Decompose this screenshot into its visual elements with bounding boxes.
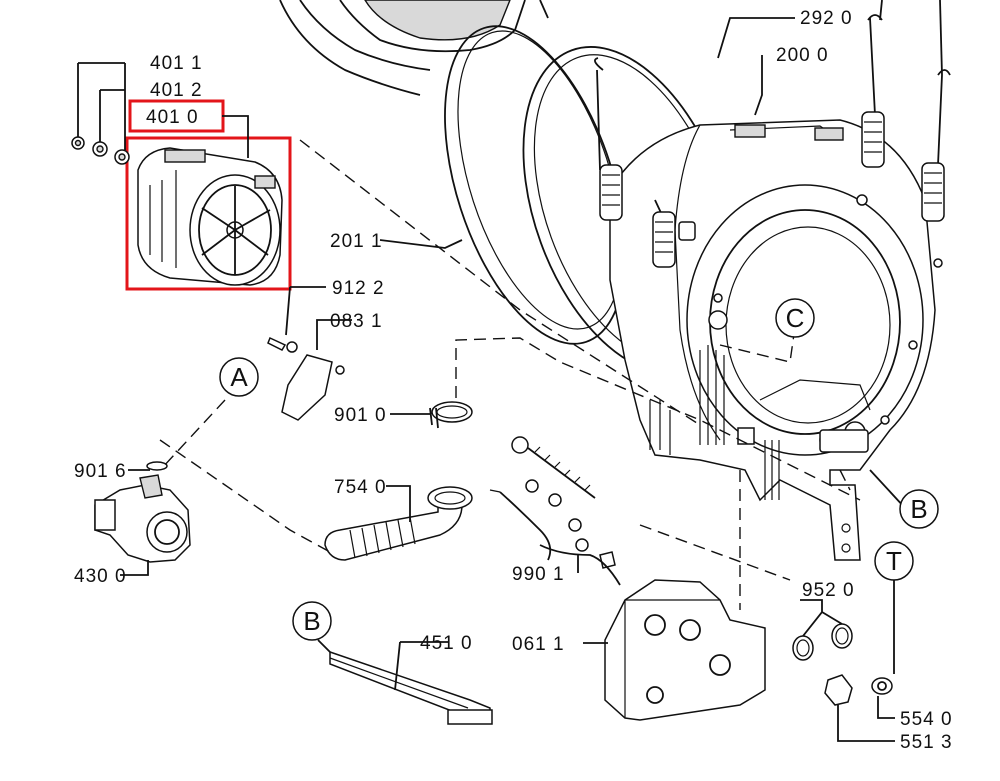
screw-part bbox=[267, 336, 298, 353]
marker-c-text: C bbox=[786, 303, 805, 333]
tub-seal-ring bbox=[444, 25, 626, 345]
seal-rings-part bbox=[792, 623, 853, 661]
marker-b-left-text: B bbox=[303, 606, 320, 636]
marker-t-text: T bbox=[886, 546, 902, 576]
label-551-3: 551 3 bbox=[900, 732, 953, 753]
part-labels: 401 1 401 2 401 0 292 0 200 0 201 1 912 … bbox=[74, 8, 953, 753]
marker-b-right: B bbox=[899, 489, 939, 529]
washer-tub-assembly bbox=[609, 119, 943, 561]
bracket-part bbox=[281, 354, 345, 421]
label-430-0: 430 0 bbox=[74, 566, 127, 587]
suspension-springs bbox=[594, 0, 951, 268]
label-901-6: 901 6 bbox=[74, 461, 127, 482]
label-451-0: 451 0 bbox=[420, 633, 473, 654]
hose-clamp-part bbox=[429, 401, 473, 429]
counterweight-bolts-part bbox=[499, 436, 621, 586]
label-083-1: 083 1 bbox=[330, 311, 383, 332]
motor-part bbox=[137, 147, 283, 286]
label-292-0: 292 0 bbox=[800, 8, 853, 29]
heater-element-part bbox=[329, 650, 493, 725]
label-952-0: 952 0 bbox=[802, 580, 855, 601]
label-554-0: 554 0 bbox=[900, 709, 953, 730]
marker-a-text: A bbox=[230, 362, 248, 392]
motor-highlight-box bbox=[125, 136, 292, 291]
marker-t: T bbox=[874, 541, 914, 581]
drum-top-part bbox=[279, 0, 549, 96]
label-401-2: 401 2 bbox=[150, 80, 203, 101]
label-201-1: 201 1 bbox=[330, 231, 383, 252]
label-401-1: 401 1 bbox=[150, 53, 203, 74]
label-912-2: 912 2 bbox=[332, 278, 385, 299]
label-401-0: 401 0 bbox=[146, 107, 199, 128]
temperature-sensor-part bbox=[824, 674, 893, 706]
label-990-1: 990 1 bbox=[512, 564, 565, 585]
marker-a: A bbox=[219, 357, 259, 397]
label-901-0: 901 0 bbox=[334, 405, 387, 426]
leader-lines bbox=[77, 17, 906, 742]
drain-pump-part bbox=[94, 461, 191, 563]
assembly-dashed-lines bbox=[159, 139, 861, 610]
marker-c: C bbox=[775, 298, 815, 338]
marker-b-right-text: B bbox=[910, 494, 927, 524]
counterweight-block-part bbox=[604, 579, 766, 721]
motor-nuts bbox=[71, 136, 130, 165]
label-754-0: 754 0 bbox=[334, 477, 387, 498]
label-200-0: 200 0 bbox=[776, 45, 829, 66]
sump-hose-part bbox=[324, 486, 473, 561]
label-061-1: 061 1 bbox=[512, 634, 565, 655]
marker-b-left: B bbox=[292, 601, 332, 641]
